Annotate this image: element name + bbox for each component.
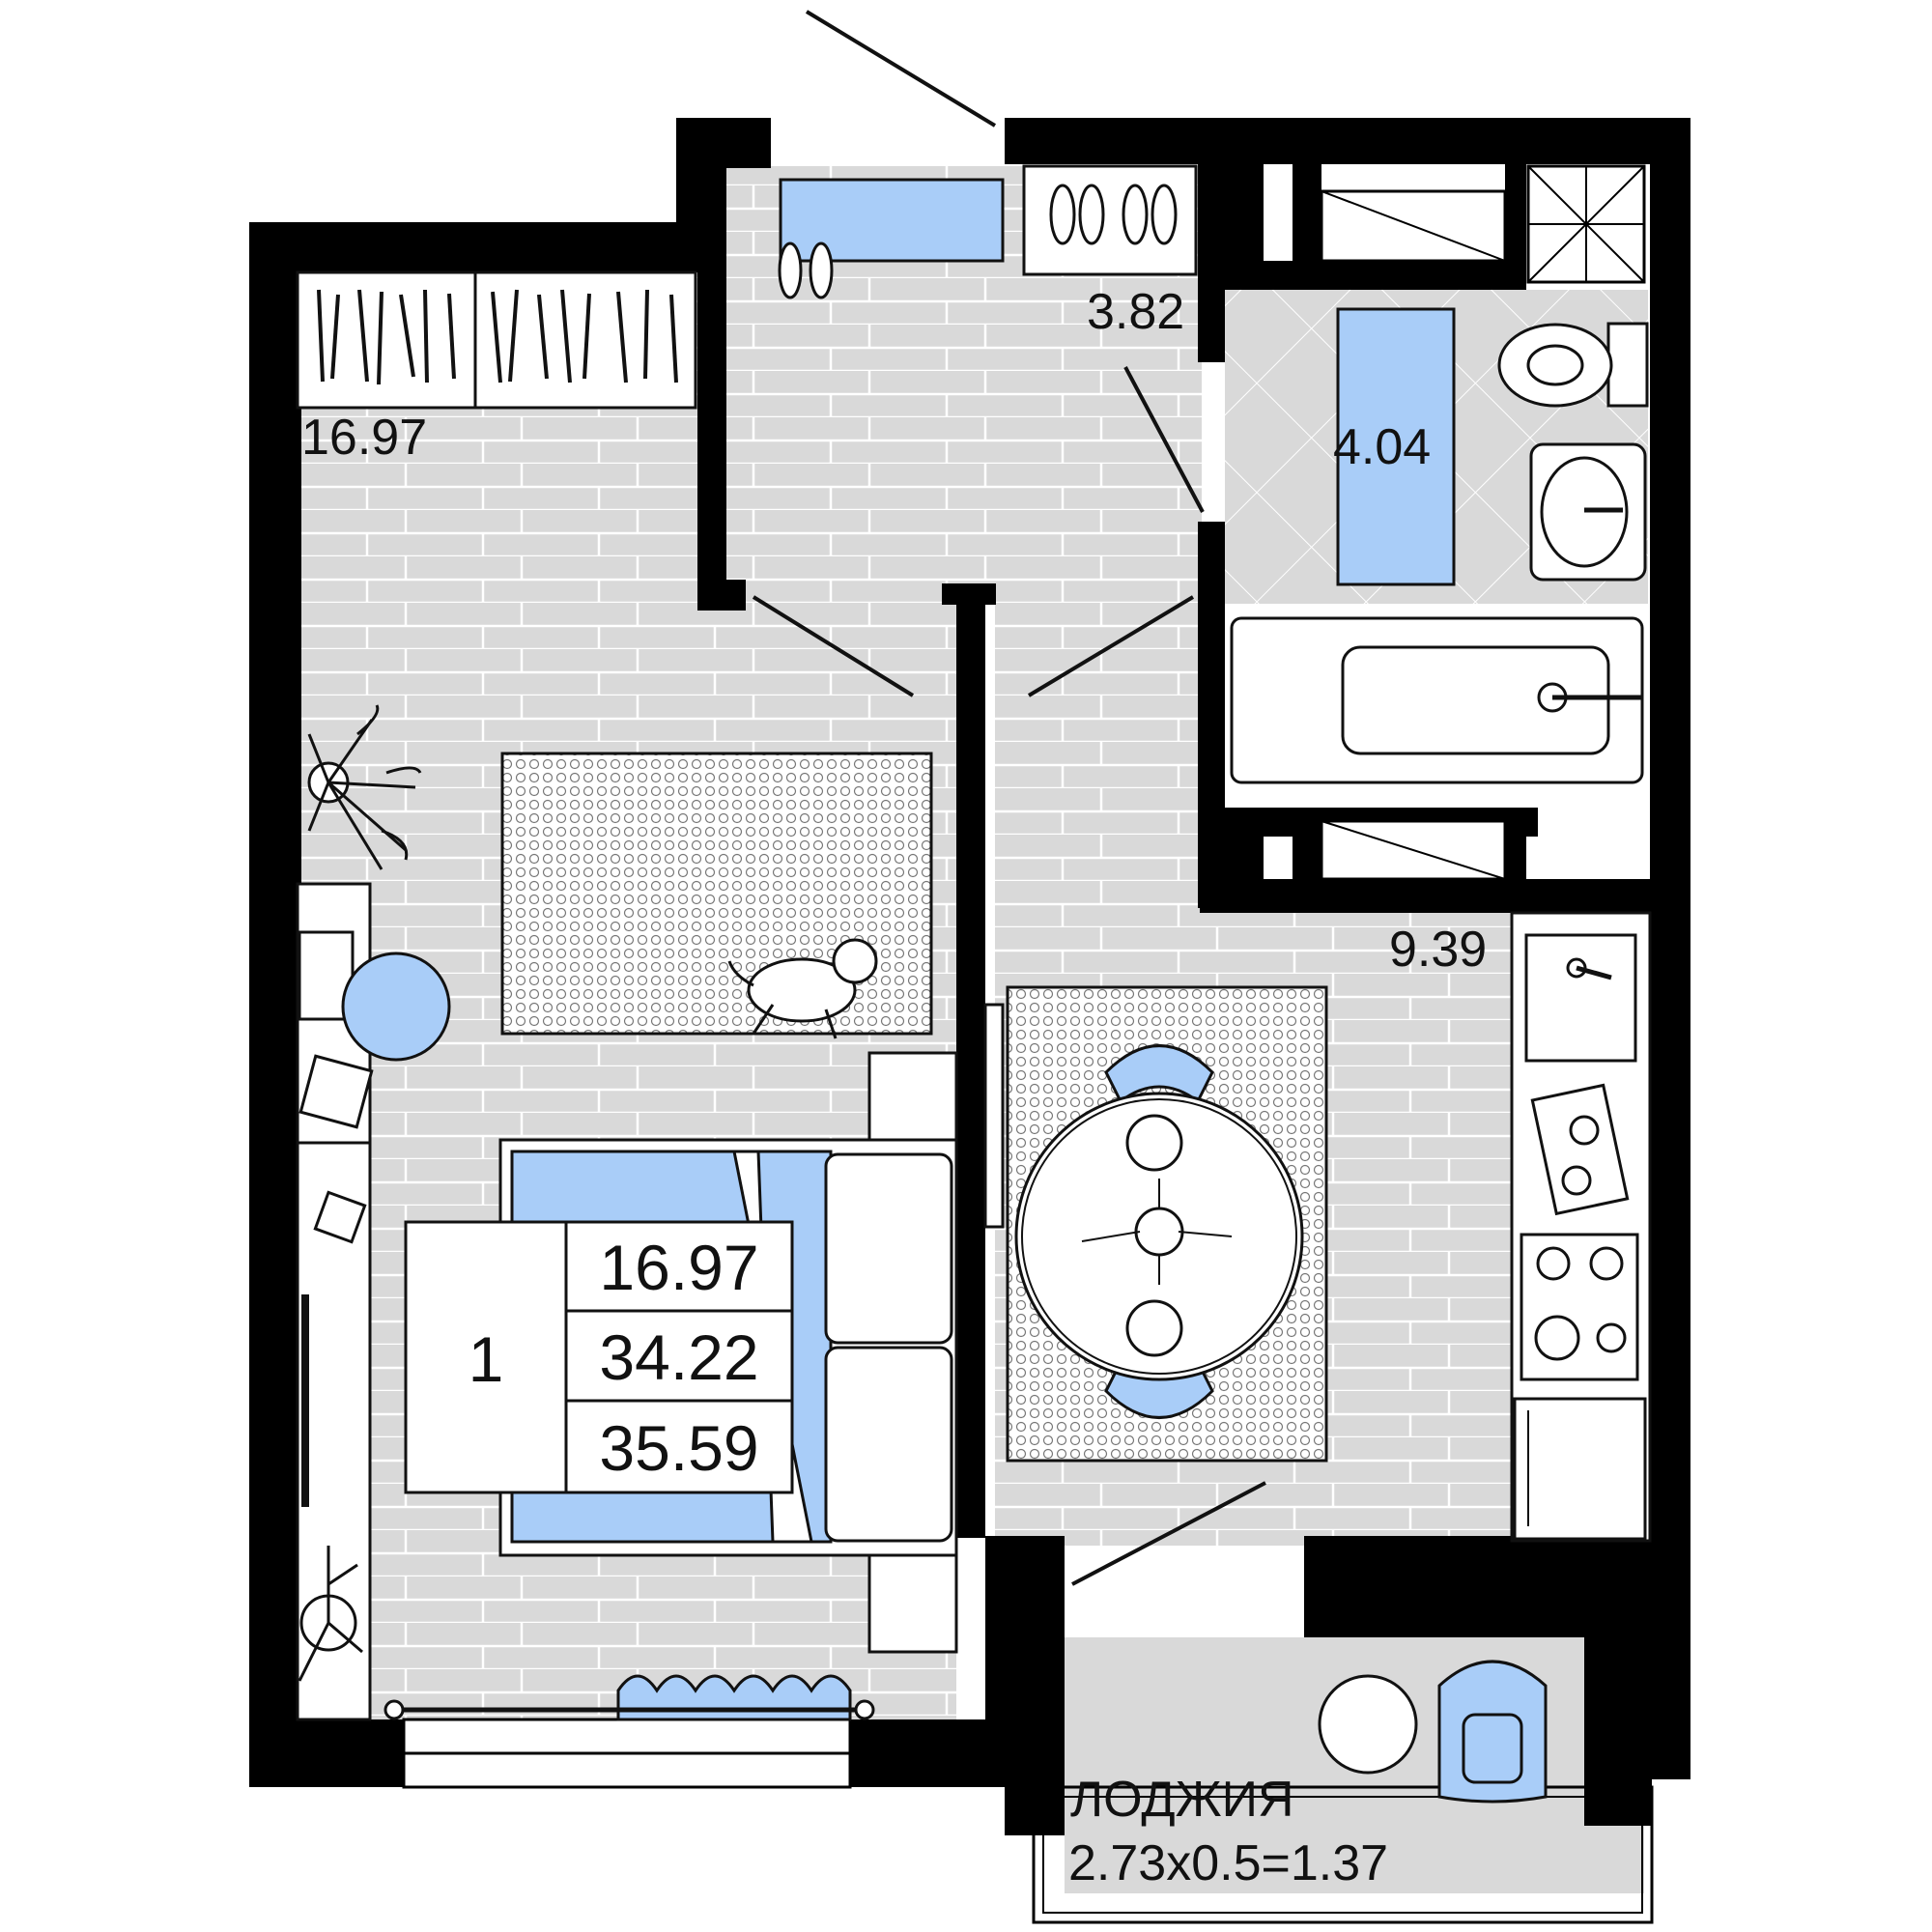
hangers-icon [317,289,678,385]
wall-bottom-mid [850,1719,1009,1787]
wall-closet-right [1198,164,1225,362]
wall-bath-bottom-e [1200,879,1650,913]
room-area-kitchen: 9.39 [1389,922,1487,978]
rooms-count: 1 [469,1323,504,1395]
wall-hall-stub [697,580,746,611]
door-entrance [805,10,997,128]
wall-left [249,222,301,1787]
door-loggia [1071,1481,1266,1586]
kitchen-furniture [983,911,1652,1543]
toilet-icon [1497,322,1649,408]
plate-bottom-icon [1125,1299,1183,1357]
total-area: 34.22 [599,1321,758,1393]
books-icon [298,1054,374,1129]
mirror [983,1003,1005,1229]
sink-icon [1529,442,1647,582]
door-living [752,595,915,697]
wall-bath-top-c [1505,164,1526,290]
room-area-hall: 3.82 [1087,284,1184,340]
tray-icon [1530,1083,1630,1216]
walls [249,118,1690,1835]
tv-icon [301,1294,309,1507]
door-bathroom [1123,366,1205,513]
book-icon [313,1190,367,1244]
plant-small-icon [298,1546,363,1682]
centerpiece-icon [1134,1207,1184,1257]
wall-bath-top-d [1225,261,1524,290]
wall-hall-top-a [697,118,771,168]
pouf [341,952,451,1062]
living-area-total: 16.97 [599,1232,758,1303]
shafts [1320,164,1646,881]
pillow-bottom [824,1346,953,1543]
wall-kitchen-bottom-right [1304,1536,1652,1637]
wall-bath-left [1198,522,1225,908]
doors [752,10,1266,1586]
total-area-with-loggia: 35.59 [599,1412,758,1484]
cat-icon [727,938,878,1039]
bathroom-fixtures [1230,307,1649,784]
wall-loggia-right [1584,1633,1652,1826]
room-area-living: 16.97 [301,410,427,466]
summary-frame [404,1220,794,1494]
wall-bottom-left [249,1719,404,1787]
bath-mat [1336,307,1456,586]
loggia-furniture [1318,1660,1548,1804]
wall-partition [956,591,985,1538]
windows [402,1718,1654,1924]
door-kitchen [1027,595,1195,697]
chair-top [1104,1044,1214,1104]
shoes-icon [778,184,1178,299]
nightstand-bottom [867,1553,958,1654]
wall-right [1650,118,1690,1779]
living-rug [500,752,933,1036]
nightstand-top [867,1051,958,1151]
loggia-table [1318,1674,1418,1775]
wall-top-right [1005,118,1690,164]
wall-top-left [249,222,703,272]
room-area-bathroom: 4.04 [1333,419,1431,475]
hall-furniture [778,164,1198,299]
wall-partition-cap [942,583,996,605]
summary-box: 1 16.97 34.22 35.59 [404,1220,794,1494]
plate-top-icon [1125,1114,1183,1172]
fridge [1513,1397,1647,1541]
kitchen-sink-icon [1524,933,1637,1063]
plant-icon [307,704,422,870]
wall-hall-left [697,166,726,611]
loggia-area: 2.73x0.5=1.37 [1068,1835,1388,1891]
window-loggia [1032,1785,1654,1924]
bathtub-icon [1230,616,1644,784]
loggia-label: ЛОДЖИЯ [1070,1772,1294,1828]
pillow-top [824,1152,953,1345]
